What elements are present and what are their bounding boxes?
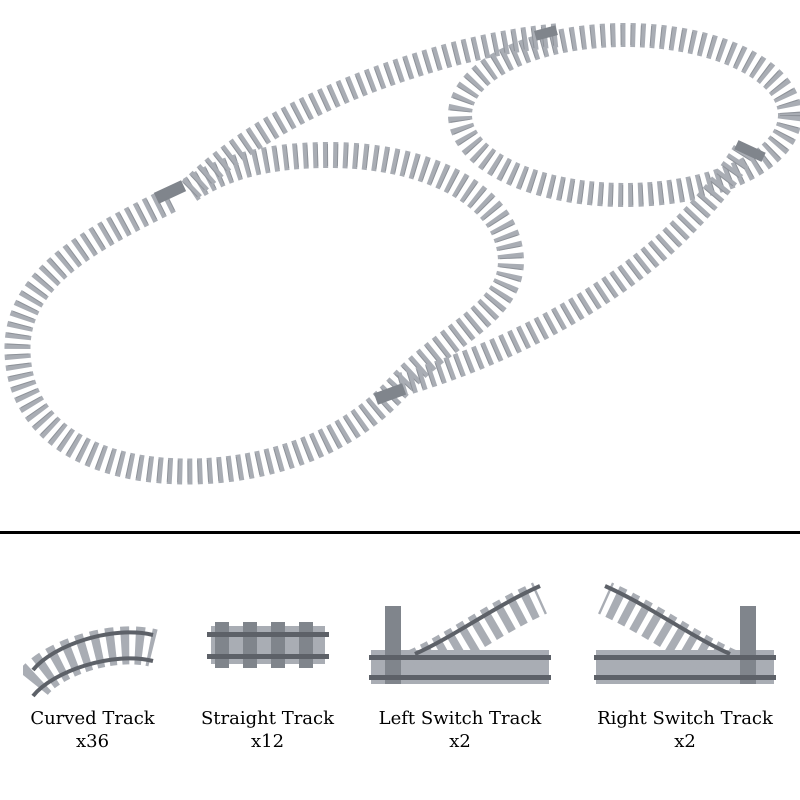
parts-legend: Curved Track x36 Straight Track x12 L xyxy=(0,560,800,800)
part-name: Left Switch Track xyxy=(378,708,542,729)
track-layout-render xyxy=(4,23,800,485)
part-curved-track: Curved Track x36 xyxy=(0,560,185,752)
straight-track-icon xyxy=(206,622,329,668)
part-name: Straight Track xyxy=(200,708,335,729)
part-name: Right Switch Track xyxy=(597,708,773,729)
part-right-switch-track: Right Switch Track x2 xyxy=(585,560,785,752)
part-count: x2 xyxy=(449,731,471,752)
part-name: Curved Track xyxy=(30,708,155,729)
left-loop-track xyxy=(4,141,524,485)
part-count: x12 xyxy=(250,731,285,752)
part-count: x36 xyxy=(75,731,110,752)
left-switch-track-icon xyxy=(369,582,551,684)
curved-track-icon xyxy=(22,626,158,698)
part-count: x2 xyxy=(674,731,696,752)
switch-levers xyxy=(153,25,766,405)
track-layout-diagram xyxy=(4,23,800,485)
section-divider xyxy=(0,531,800,534)
right-loop-track xyxy=(448,23,800,207)
part-straight-track: Straight Track x12 xyxy=(185,560,350,752)
right-switch-track-icon xyxy=(594,582,776,684)
part-left-switch-track: Left Switch Track x2 xyxy=(360,560,560,752)
connecting-track xyxy=(181,23,756,397)
